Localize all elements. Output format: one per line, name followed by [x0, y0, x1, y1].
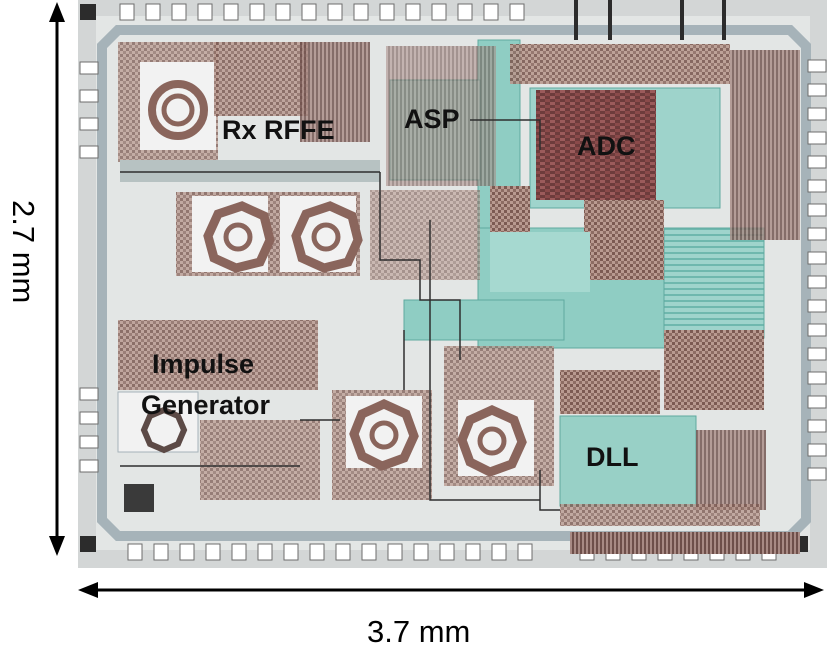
- label-dll: DLL: [586, 442, 638, 472]
- width-dimension-label: 3.7 mm: [367, 614, 471, 649]
- inductor-coil-impulse: [140, 406, 188, 454]
- height-dimension-arrow: [49, 2, 65, 556]
- asp-region: [370, 46, 496, 280]
- label-rx-rffe: Rx RFFE: [222, 115, 335, 145]
- bond-pads-right: [807, 59, 827, 481]
- bond-pads-left: [79, 61, 99, 473]
- block-labels: Rx RFFE ASP ADC Impulse Generator DLL: [141, 104, 638, 472]
- adc-region: [490, 44, 800, 240]
- inductor-coils-rx: [148, 80, 363, 273]
- label-asp: ASP: [404, 104, 460, 134]
- label-impulse: Impulse: [152, 349, 254, 379]
- routing-wires: [120, 119, 560, 511]
- impulse-generator-region: [117, 320, 320, 512]
- height-dimension-label: 2.7 mm: [6, 200, 41, 304]
- bond-pads-top: [119, 3, 525, 21]
- label-generator: Generator: [141, 390, 271, 420]
- width-dimension-arrow: [78, 582, 824, 598]
- label-adc: ADC: [577, 131, 636, 161]
- inductor-coils-center: [349, 399, 527, 477]
- dll-region: [559, 370, 800, 554]
